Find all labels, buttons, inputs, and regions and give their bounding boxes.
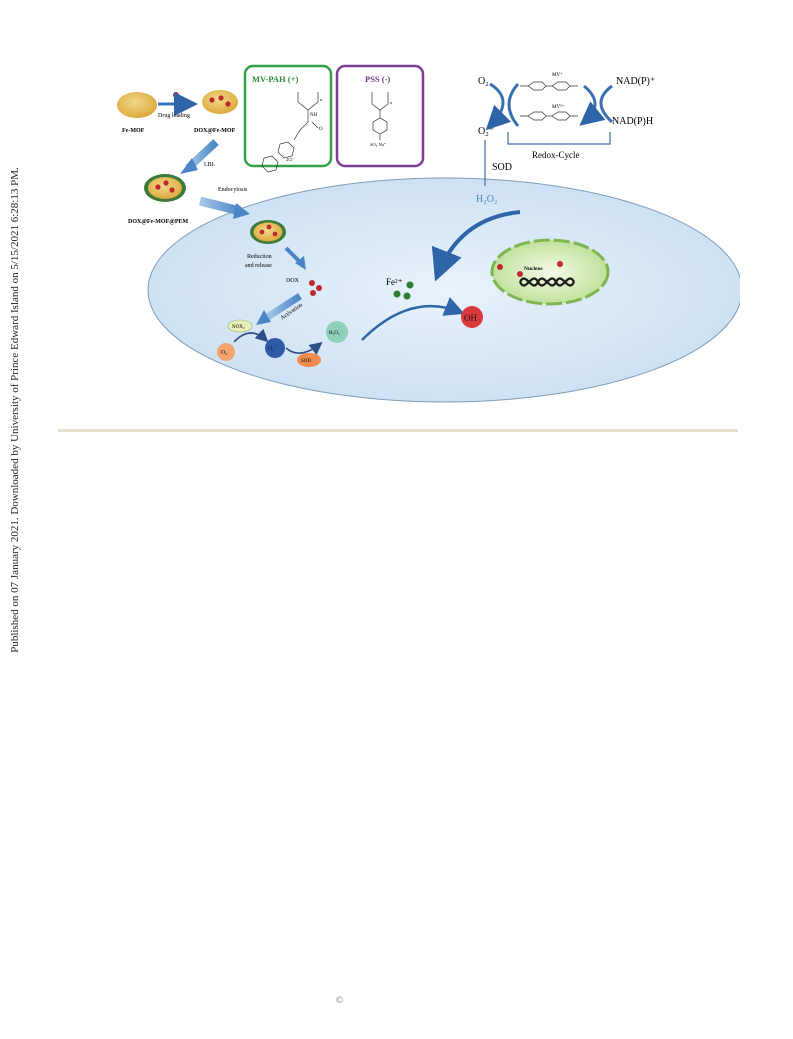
- sod-conversion-arrow: [285, 342, 323, 355]
- nox2-enzyme: [227, 319, 253, 333]
- sod-cell-label: SOD: [301, 359, 311, 364]
- mv-pah-o: O: [319, 127, 323, 132]
- o2-cell-label: O₂: [221, 350, 227, 356]
- redox-cycle-bracket: [507, 132, 611, 145]
- release-arrow: [284, 246, 302, 264]
- nucleus-label: Nucleus: [524, 266, 543, 272]
- mv-pah-nh: NH: [310, 113, 318, 118]
- internalized-particle: [250, 220, 286, 244]
- nox-conversion-arrow: [233, 328, 269, 343]
- endocytosis-arrow: [198, 196, 242, 216]
- sod-cell-node: [297, 353, 321, 367]
- nadph-label: NAD(P)H: [612, 116, 653, 127]
- fenton-arrow: [361, 297, 465, 341]
- pss-title: PSS (-): [365, 74, 390, 84]
- viologen-structures: [520, 81, 578, 121]
- section-divider: [58, 429, 738, 432]
- cell-membrane: [147, 177, 740, 403]
- o2-radical-cell-node: [265, 338, 285, 358]
- mv-pah-n-subscript: n: [320, 97, 322, 102]
- nadph-oxidation-arrow: [599, 84, 614, 124]
- mv-radical-label: MV⁺: [552, 72, 563, 78]
- mv-pah-structure: [261, 92, 319, 173]
- dox-molecules: [309, 280, 322, 296]
- oh-radical-label: OH: [464, 313, 477, 323]
- dox-fe-mof-label: DOX@Fe-MOF: [194, 128, 236, 134]
- nucleus: [490, 238, 610, 306]
- download-side-note: Published on 07 January 2021. Downloaded…: [0, 0, 30, 1039]
- o2-radical-top-label: O₂⁻: [478, 126, 494, 137]
- endocytosis-label: Endocytosis: [218, 187, 248, 193]
- o2-reduction-arrow: [485, 82, 512, 131]
- o2-top-label: O₂: [478, 76, 489, 87]
- fe-mof-label: Fe-MOF: [122, 128, 145, 134]
- mv-pah-counterion: 2Cl⁻: [286, 157, 296, 162]
- oh-radical-node: [461, 306, 483, 328]
- dox-molecule-dot: [173, 92, 179, 98]
- o2-cell-node: [217, 343, 235, 361]
- o2-radical-cell-label: O₂⁻: [268, 346, 278, 352]
- activation-arrow: [264, 293, 302, 321]
- fe2-label: Fe²⁺: [386, 277, 403, 287]
- dox-fe-mof-pem-particle: [144, 174, 186, 202]
- lbl-label: LBL: [204, 162, 216, 168]
- fe-mof-particle: [117, 92, 157, 118]
- dox-label: DOX: [286, 278, 300, 284]
- h2o2-cell-node: [326, 321, 348, 343]
- download-notice-text: Published on 07 January 2021. Downloaded…: [9, 167, 21, 653]
- drug-loading-label: Drug loading: [158, 113, 190, 119]
- h2o2-top-label: H₂O₂: [476, 194, 497, 205]
- pss-counterion: SO₃ Na⁺: [370, 142, 387, 147]
- nox2-label: NOX₂: [232, 325, 245, 330]
- fe2-ions: [393, 281, 414, 300]
- h2o2-entry-arrow: [431, 210, 521, 282]
- mv-pah-box: [243, 64, 333, 168]
- dox-fe-mof-particle: [202, 90, 238, 114]
- pss-n-subscript: n: [390, 100, 392, 105]
- nadp-plus-label: NAD(P)⁺: [616, 76, 655, 87]
- reduction-label-1: Reduction: [247, 254, 272, 260]
- reduction-label-2: and release: [245, 263, 272, 269]
- pss-structure: [371, 92, 389, 140]
- dox-fe-mof-mechanism-figure: Fe-MOF Drug loading DOX@Fe-MOF LBL DOX@F…: [117, 64, 740, 403]
- h2o2-cell-label: H₂O₂: [329, 331, 340, 336]
- mv2-label: MV²⁺: [552, 104, 565, 110]
- mv-pah-title: MV-PAH (+): [252, 74, 298, 84]
- redox-cycle-label: Redox-Cycle: [532, 150, 580, 160]
- dox-fe-mof-pem-label: DOX@Fe-MOF@PEM: [128, 219, 188, 225]
- copyright-mark: ©: [335, 996, 344, 1006]
- sod-top-label: SOD: [492, 162, 512, 173]
